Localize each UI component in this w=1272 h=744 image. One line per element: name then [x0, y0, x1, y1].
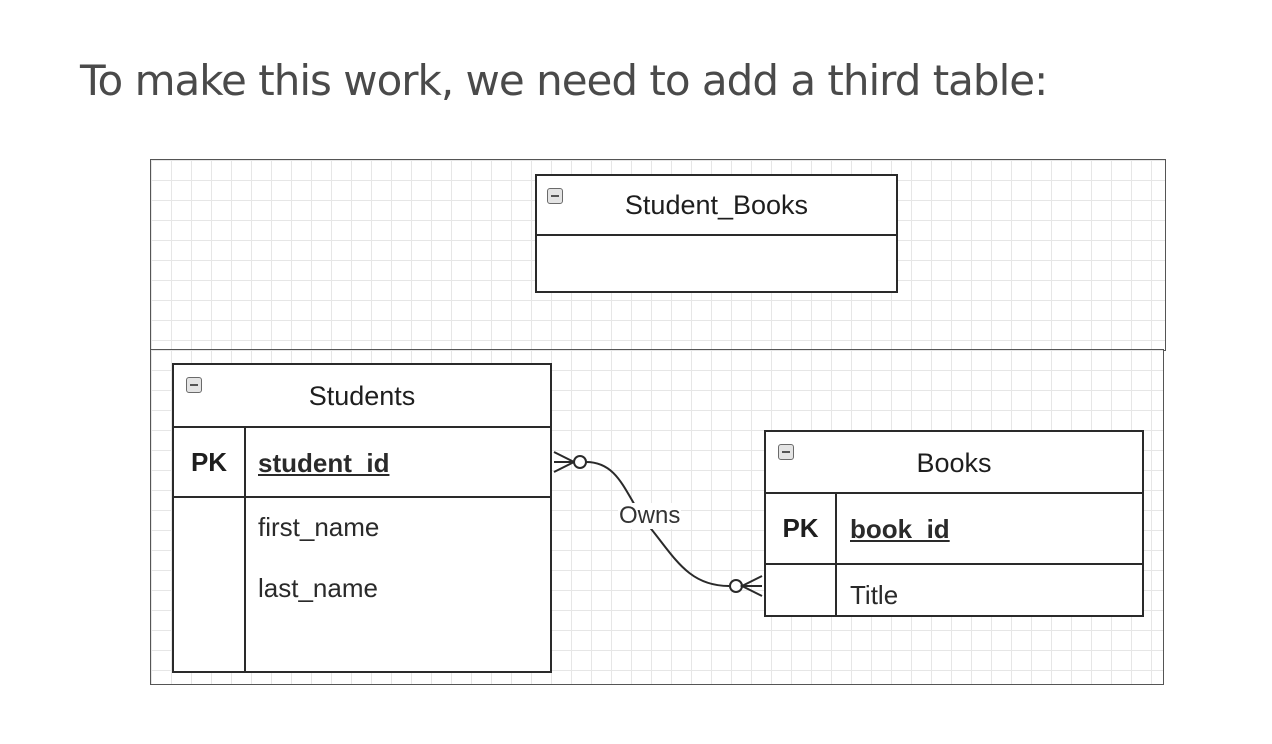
- relationship-label: Owns: [618, 502, 682, 529]
- entity-books-fields: Title: [766, 565, 1142, 615]
- collapse-icon[interactable]: [778, 444, 794, 460]
- key-column: [174, 498, 246, 671]
- entity-books-title: Books: [916, 448, 992, 478]
- collapse-icon[interactable]: [547, 188, 563, 204]
- field-first-name: first_name: [258, 512, 380, 542]
- pk-label: PK: [766, 494, 837, 563]
- zero-circle-students: [573, 455, 587, 469]
- entity-books[interactable]: Books PK book_id Title: [764, 430, 1144, 617]
- entity-students-title: Students: [308, 381, 416, 411]
- field-book-id: book_id: [850, 514, 950, 544]
- key-column: [766, 565, 837, 615]
- entity-books-pk-row: PK book_id: [766, 494, 1142, 565]
- entity-students-pk-row: PK student_id: [174, 428, 550, 498]
- relationship-line: [585, 461, 730, 587]
- entity-students-fields: first_name last_name: [174, 498, 550, 671]
- entity-students-header: Students: [174, 365, 550, 428]
- entity-student-books-header: Student_Books: [537, 176, 896, 236]
- entity-books-header: Books: [766, 432, 1142, 494]
- field-last-name: last_name: [258, 573, 378, 603]
- page-heading: To make this work, we need to add a thir…: [80, 56, 1048, 105]
- collapse-icon[interactable]: [186, 377, 202, 393]
- entity-students[interactable]: Students PK student_id first_name last_n…: [172, 363, 552, 673]
- entity-student-books-title: Student_Books: [624, 190, 809, 220]
- field-title: Title: [850, 580, 899, 610]
- field-student-id: student_id: [258, 448, 390, 478]
- crows-foot-students: [553, 451, 577, 473]
- pk-label: PK: [174, 428, 246, 496]
- entity-student-books[interactable]: Student_Books: [535, 174, 898, 293]
- crows-foot-books: [739, 575, 763, 597]
